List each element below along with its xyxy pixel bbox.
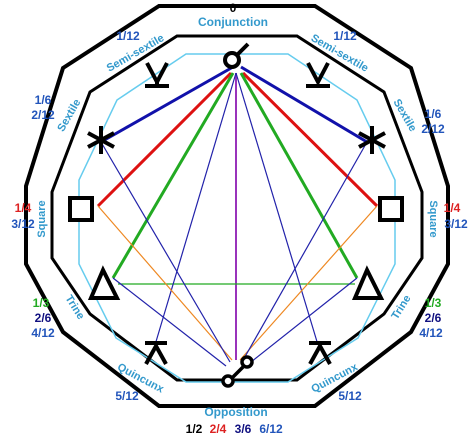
semi-sextile-icon xyxy=(145,62,169,88)
trine-fraction-b-left: 2/6 xyxy=(35,311,52,325)
sextile-label-left: Sextile xyxy=(55,97,83,134)
sextile-line-right xyxy=(240,65,368,144)
square-label-left: Square xyxy=(36,200,48,237)
semi-sextile-fraction-right: 1/12 xyxy=(333,29,357,43)
trine-cross-right xyxy=(245,277,358,367)
sextile-fraction-b-left: 2/12 xyxy=(31,108,55,122)
symbol-ring xyxy=(78,53,396,383)
trine-line-right xyxy=(239,72,359,279)
quincunx-icon xyxy=(308,341,332,365)
sextile-fraction-a-left: 1/6 xyxy=(35,93,52,107)
quincunx-line-left xyxy=(154,72,237,346)
trine-icon xyxy=(87,265,121,300)
opposition-label: Opposition xyxy=(204,405,267,419)
aspect-lines xyxy=(96,65,379,279)
square-fraction-b-right: 3/12 xyxy=(444,217,468,231)
square-icon xyxy=(68,196,94,222)
sextile-label-right: Sextile xyxy=(391,97,419,134)
sextile-fraction-b-right: 2/12 xyxy=(421,122,445,136)
square-cross-right xyxy=(239,205,378,361)
trine-fraction-a-right: 1/3 xyxy=(425,296,442,310)
sextile-fraction-a-right: 1/6 xyxy=(425,107,442,121)
trine-icon xyxy=(351,265,385,300)
trine-label-left: Trine xyxy=(62,293,86,322)
quincunx-fraction-left: 5/12 xyxy=(115,389,139,403)
square-cross-left xyxy=(97,205,233,361)
trine-fraction-b-right: 2/6 xyxy=(425,311,442,325)
square-line-right xyxy=(241,71,379,208)
trine-fraction-c-left: 4/12 xyxy=(31,326,55,340)
sextile-line-left xyxy=(100,65,234,144)
conjunction-label: Conjunction xyxy=(198,15,268,29)
square-fraction-b-left: 3/12 xyxy=(11,217,35,231)
square-fraction-a-right: 1/4 xyxy=(444,201,461,215)
opposition-fraction-3: 3/6 xyxy=(235,422,252,436)
conjunction-icon xyxy=(223,42,250,69)
trine-fraction-a-left: 1/3 xyxy=(33,296,50,310)
quincunx-fraction-right: 5/12 xyxy=(338,389,362,403)
minor-lines xyxy=(97,72,378,367)
square-line-left xyxy=(96,71,233,208)
opposition-fraction-2: 2/4 xyxy=(210,422,227,436)
outer-dodecagon xyxy=(24,4,450,408)
square-label-right: Square xyxy=(427,200,439,237)
opposition-fraction-1: 1/2 xyxy=(186,422,203,436)
sextile-icon xyxy=(358,126,386,154)
trine-line-left xyxy=(111,72,235,279)
square-icon xyxy=(378,196,404,222)
opposition-icon xyxy=(221,355,254,388)
inner-dodecagon xyxy=(50,34,424,382)
sextile-icon xyxy=(87,126,115,154)
opposition-fraction-4: 6/12 xyxy=(259,422,283,436)
sextile-cross-right xyxy=(241,141,368,363)
trine-label-right: Trine xyxy=(389,293,413,322)
trine-cross-left xyxy=(112,277,227,367)
quincunx-line-right xyxy=(235,72,319,346)
conjunction-fraction: 0 xyxy=(230,1,237,15)
square-fraction-a-left: 1/4 xyxy=(15,201,32,215)
trine-fraction-c-right: 4/12 xyxy=(419,326,443,340)
quincunx-icon xyxy=(144,341,168,365)
semi-sextile-fraction-left: 1/12 xyxy=(116,29,140,43)
sextile-cross-left xyxy=(100,141,231,363)
semi-sextile-icon xyxy=(306,62,330,88)
